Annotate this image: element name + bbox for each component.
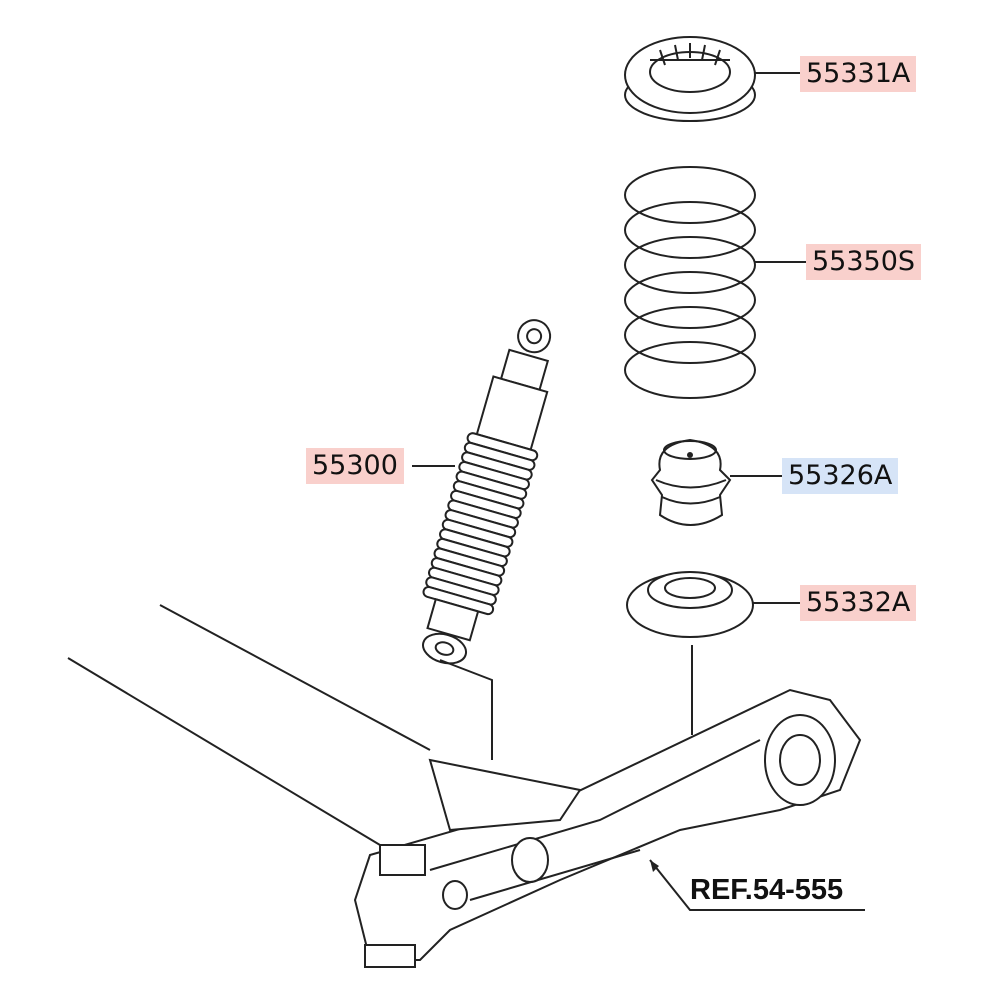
part-label-55300[interactable]: 55300 xyxy=(306,448,404,484)
lower-spring-seat-drawing xyxy=(626,571,754,638)
part-label-55332A[interactable]: 55332A xyxy=(800,585,917,621)
coil-spring-drawing xyxy=(624,166,756,399)
leader-lines xyxy=(412,72,865,911)
torsion-beam-axle-drawing xyxy=(67,604,862,968)
shock-absorber-drawing xyxy=(422,319,552,665)
part-label-55326A[interactable]: 55326A xyxy=(782,458,899,494)
part-label-55331A[interactable]: 55331A xyxy=(800,56,917,92)
part-label-55350S[interactable]: 55350S xyxy=(806,244,922,280)
reference-label[interactable]: REF.54-555 xyxy=(690,874,844,906)
bump-stopper-drawing xyxy=(650,438,732,526)
upper-spring-seat-drawing xyxy=(624,36,756,122)
